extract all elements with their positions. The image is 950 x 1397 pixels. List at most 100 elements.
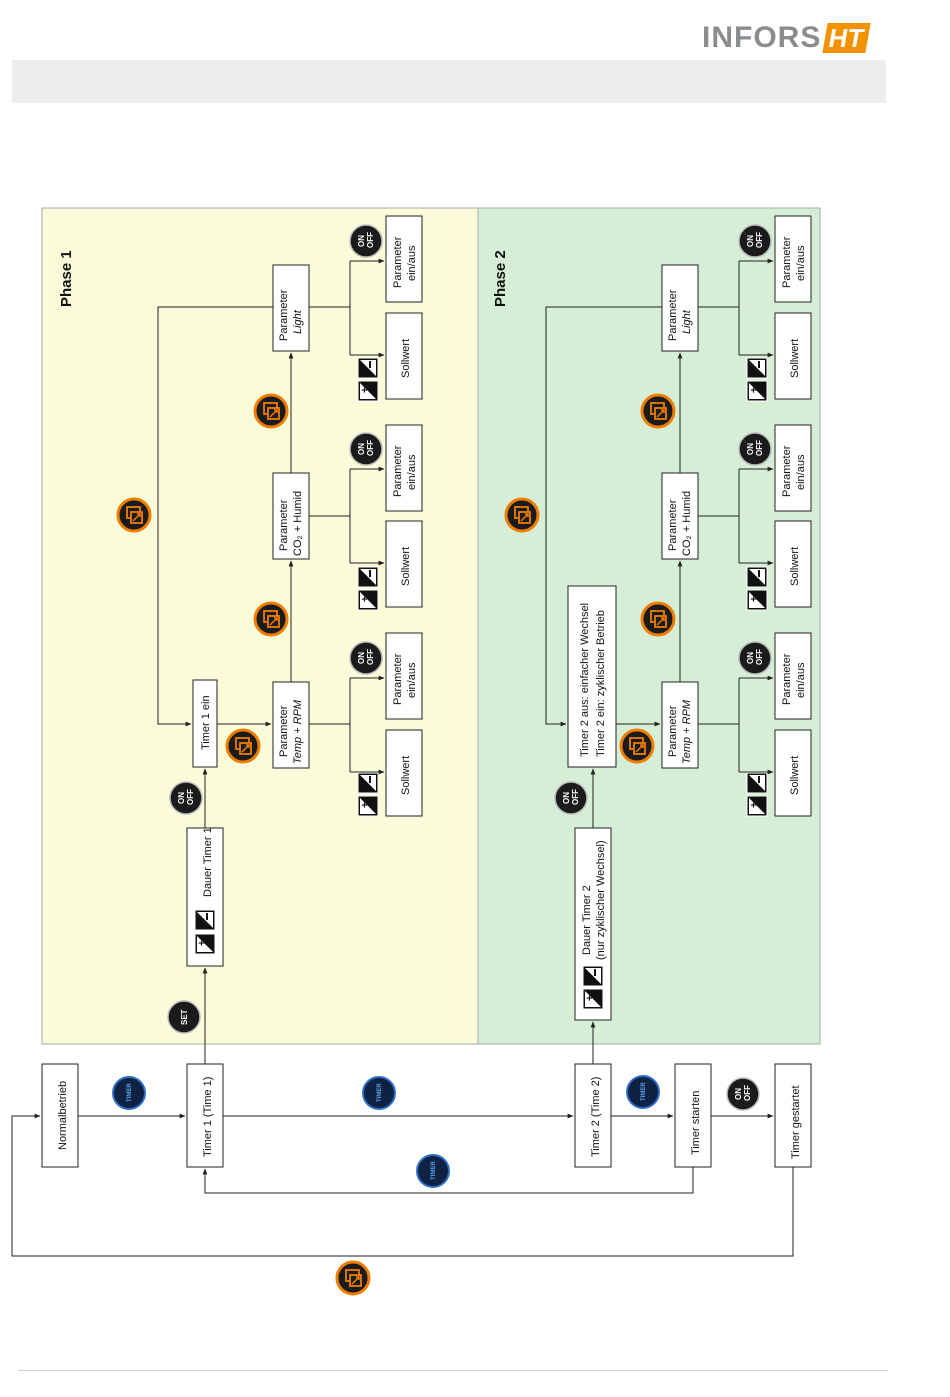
node-timer2-mode-label1: Timer 2 aus: einfacher Wechsel (579, 603, 591, 757)
logo-wordmark: INFORS (702, 21, 822, 54)
node-param-temp (272, 681, 310, 769)
node-param-light (272, 264, 310, 352)
minus-icon (357, 566, 379, 588)
svg-text:OFF: OFF (366, 232, 375, 248)
node-param-light-label: Light (292, 309, 304, 334)
plus-icon (582, 988, 604, 1010)
svg-text:Sollwert: Sollwert (400, 547, 412, 586)
node-dauer-timer2 (574, 827, 612, 1021)
node-timer1-label: Timer 1 (Time 1) (202, 1077, 214, 1157)
svg-text:TIMER: TIMER (127, 1083, 133, 1102)
node-timer2 (574, 1063, 612, 1168)
svg-text:OFF: OFF (186, 789, 195, 805)
svg-text:Sollwert: Sollwert (789, 547, 801, 586)
svg-text:OFF: OFF (755, 649, 764, 665)
plus-icon (357, 589, 379, 611)
change-mode-icon (335, 1260, 371, 1296)
node-normalbetrieb-label: Normalbetrieb (57, 1081, 69, 1150)
svg-text:TIMER: TIMER (641, 1082, 647, 1101)
footer-rule (18, 1370, 888, 1371)
timer-button-icon: TIMER (626, 1075, 660, 1109)
svg-text:ON: ON (357, 235, 366, 247)
minus-icon (746, 566, 768, 588)
svg-text:Sollwert: Sollwert (400, 339, 412, 378)
svg-text:Parameter: Parameter (781, 236, 793, 288)
svg-text:Parameter: Parameter (392, 236, 404, 288)
svg-text:Parameter: Parameter (781, 653, 793, 705)
svg-text:TIMER: TIMER (431, 1161, 437, 1180)
svg-text:OFF: OFF (755, 232, 764, 248)
on-off-button-icon: ON OFF (349, 432, 383, 466)
node-timer1-ein (192, 679, 218, 768)
node-param-co2 (272, 472, 310, 560)
node-timer-starten-label: Timer starten (690, 1091, 702, 1155)
svg-text:Temp + RPM: Temp + RPM (681, 699, 693, 764)
change-mode-icon (253, 601, 289, 637)
plus-icon (357, 795, 379, 817)
svg-text:Parameter: Parameter (278, 705, 290, 757)
svg-text:Parameter: Parameter (392, 445, 404, 497)
node-timer1-ein-label: Timer 1 ein (200, 695, 212, 750)
svg-text:Parameter: Parameter (667, 289, 679, 341)
phase2-label: Phase 2 (492, 250, 509, 307)
plus-icon (746, 795, 768, 817)
svg-text:Parameter: Parameter (392, 653, 404, 705)
svg-text:ein/aus: ein/aus (406, 662, 418, 698)
branch-temp-p1: Sollwert Parameter ein/aus ON OFF (309, 632, 423, 817)
change-mode-icon (504, 497, 540, 533)
plus-icon (746, 380, 768, 402)
node-timer2-mode (567, 585, 617, 768)
svg-text:CO₂ + Humid: CO₂ + Humid (681, 491, 693, 556)
svg-text:ON: ON (177, 792, 186, 804)
plus-icon (194, 933, 216, 955)
node-dauer-timer1-label: Dauer Timer 1 (202, 827, 214, 897)
svg-text:ON: ON (746, 235, 755, 247)
header-bar (12, 60, 886, 103)
svg-text:ON: ON (746, 443, 755, 455)
svg-text:TIMER: TIMER (377, 1083, 383, 1102)
on-off-button-icon: ON OFF (554, 781, 588, 815)
svg-text:SET: SET (180, 1009, 189, 1025)
svg-text:Sollwert: Sollwert (789, 756, 801, 795)
svg-text:ON: ON (746, 652, 755, 664)
svg-text:OFF: OFF (366, 649, 375, 665)
on-off-button-icon: ON OFF (738, 432, 772, 466)
branch-light-p2: Sollwert Parameter ein/aus ON OFF (698, 215, 812, 402)
node-param-temp-p2 (661, 681, 699, 769)
node-param-temp-label: Temp + RPM (292, 699, 304, 764)
svg-text:OFF: OFF (571, 789, 580, 805)
infors-ht-logo: INFORS HT (702, 18, 871, 58)
svg-text:ein/aus: ein/aus (406, 245, 418, 281)
node-param-co2-label: CO₂ + Humid (292, 491, 304, 556)
node-dauer-timer2-label1: Dauer Timer 2 (581, 885, 593, 955)
plus-icon (357, 380, 379, 402)
change-mode-icon (116, 497, 152, 533)
timer-button-icon: TIMER (112, 1076, 146, 1110)
on-off-button-icon: ON OFF (726, 1077, 760, 1111)
svg-text:Parameter: Parameter (781, 445, 793, 497)
branch-temp-p2: Sollwert Parameter ein/aus ON OFF (698, 632, 812, 817)
node-timer2-mode-label2: Timer 2 ein: zyklischer Betrieb (595, 610, 607, 757)
svg-text:Sollwert: Sollwert (789, 339, 801, 378)
svg-text:OFF: OFF (366, 440, 375, 456)
change-mode-icon (225, 728, 261, 764)
on-off-button-icon: ON OFF (738, 224, 772, 258)
svg-text:Parameter: Parameter (667, 705, 679, 757)
phase1-label: Phase 1 (58, 250, 75, 307)
svg-text:ON: ON (562, 792, 571, 804)
svg-text:ON: ON (357, 443, 366, 455)
svg-text:Light: Light (681, 309, 693, 334)
timer-button-icon: TIMER (416, 1154, 450, 1188)
on-off-button-icon: ON OFF (738, 641, 772, 675)
node-normalbetrieb (41, 1063, 79, 1168)
branch-co2-p1: Sollwert Parameter ein/aus ON OFF (309, 424, 423, 611)
svg-text:ON: ON (734, 1088, 743, 1100)
branch-light-p1: Sollwert Parameter ein/aus ON OFF (309, 215, 423, 402)
change-mode-icon (640, 601, 676, 637)
change-mode-icon (640, 393, 676, 429)
minus-icon (194, 909, 216, 931)
svg-text:ein/aus: ein/aus (795, 662, 807, 698)
on-off-button-icon: ON OFF (349, 641, 383, 675)
svg-text:OFF: OFF (755, 440, 764, 456)
